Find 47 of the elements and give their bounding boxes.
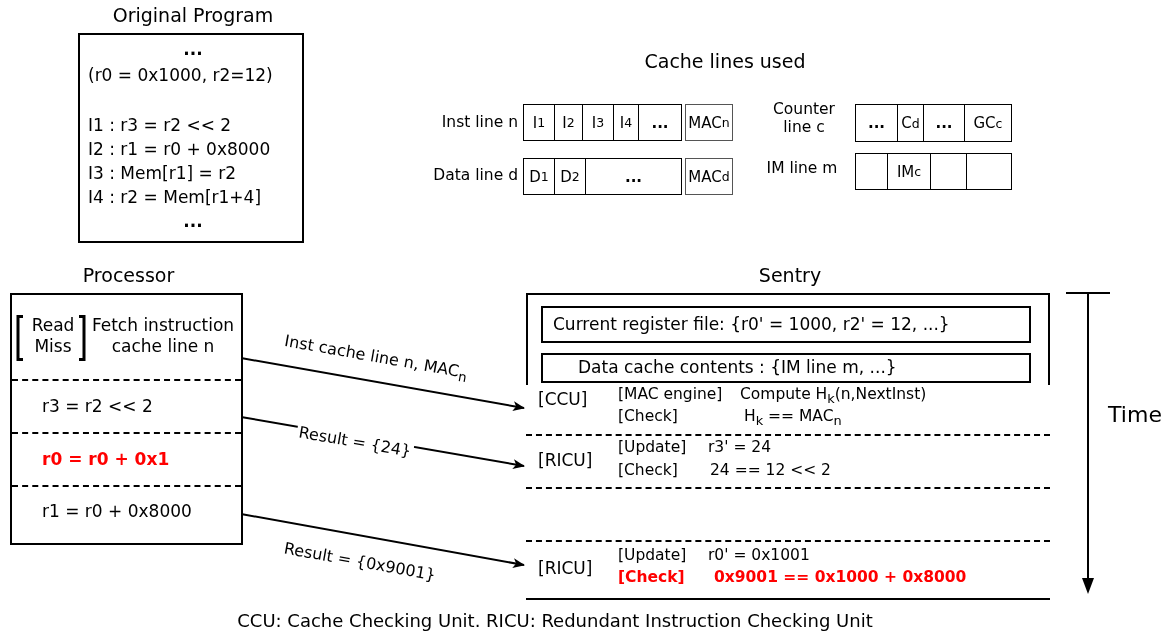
unit-tag: [RICU] [538,558,593,580]
step-text: Compute H$_{k}$(n,NextInst) [740,385,927,408]
cache-cell: ... [585,158,682,195]
code-line: (r0 = 0x1000, r2=12) [88,65,273,87]
register-file-box [541,306,1031,343]
caption: CCU: Cache Checking Unit. RICU: Redundant Instruction Checking Unit [236,610,874,631]
step-text: 24 == 12 << 2 [710,461,831,481]
cache-cell: ... [638,104,682,141]
bracketed-label: Read Miss [30,315,76,358]
step-text: Fetch instruction cache line n [90,315,236,358]
step-tag: [Check] [618,461,678,481]
step-text: H$_{k}$ == MAC$_{n}$ [744,407,842,430]
cache-cell: ... [855,104,898,142]
code-line: I4 : r2 = Mem[r1+4] [88,187,262,209]
row-label: IM line m [765,159,839,179]
heading: Processor [81,264,176,288]
step-text: 0x9001 == 0x1000 + 0x8000 [714,568,967,588]
data-cache-box [541,353,1031,383]
register-file-text: Current register file: {r0' = 1000, r2' = 12, ...} [553,314,950,336]
instruction-text: r1 = r0 + 0x8000 [42,501,192,523]
arrow [240,513,525,568]
arrow [240,357,525,411]
unit-tag: [RICU] [538,450,593,472]
cache-contents-text: Data cache contents : {IM line m, ...} [578,357,897,379]
heading: Original Program [111,4,275,28]
instruction-text: r0 = r0 + 0x1 [42,449,170,471]
step-tag: [Update] [618,546,687,566]
section-title: Cache lines used [643,50,807,74]
instruction-text: r3 = r2 << 2 [42,396,153,418]
unit-tag: [CCU] [538,389,588,411]
code-line: I2 : r1 = r0 + 0x8000 [88,139,271,161]
ellipsis: ... [182,211,204,233]
step-tag: [Check] [618,568,685,588]
code-line: I3 : Mem[r1] = r2 [88,163,236,185]
row-label: Data line d [432,166,518,186]
step-text: r0' = 0x1001 [708,546,810,566]
axis-label: Time [1107,402,1163,429]
step-tag: [Update] [618,438,687,458]
row-label: Counter line c [772,100,836,138]
heading: Sentry [757,264,823,288]
step-text: r3' = 24 [708,438,772,458]
code-line: I1 : r3 = r2 << 2 [88,115,232,137]
ellipsis: ... [182,39,204,61]
step-tag: [MAC engine] [618,385,723,405]
cache-cell: ... [923,104,965,142]
row-label: Inst line n [440,113,518,133]
step-tag: [Check] [618,407,678,427]
